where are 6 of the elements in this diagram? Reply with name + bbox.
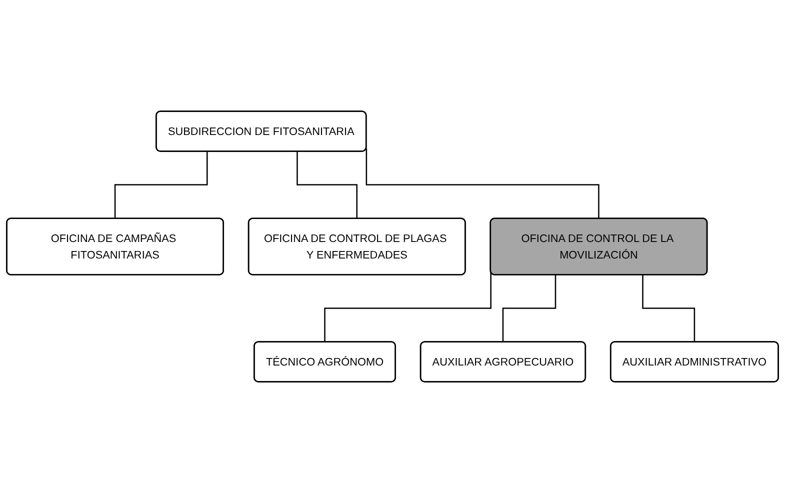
- connector: [296, 152, 358, 220]
- connector: [642, 275, 696, 343]
- connector: [114, 152, 208, 220]
- connector: [366, 148, 600, 220]
- connector: [324, 271, 492, 343]
- connector: [502, 275, 556, 343]
